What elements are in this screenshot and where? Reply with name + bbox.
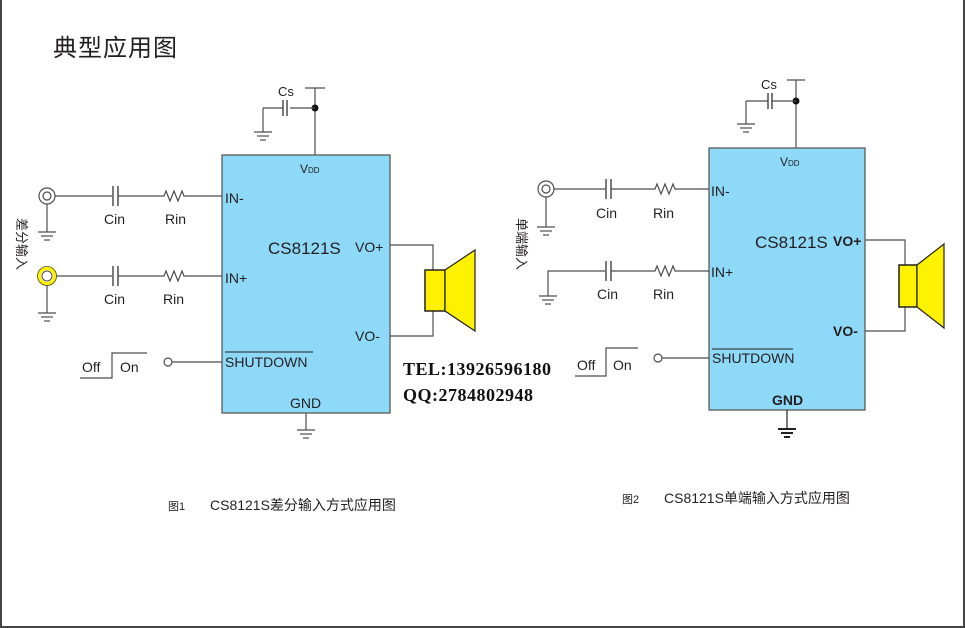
in-plus-pin-label: IN+ — [711, 264, 733, 280]
speaker-icon — [424, 269, 446, 312]
speaker-1 — [390, 244, 476, 337]
ground-icon — [538, 295, 558, 305]
rin-label: Rin — [653, 286, 674, 302]
gnd-pin-label: GND — [772, 392, 803, 408]
switch-on-label: On — [120, 359, 139, 375]
vdd-pin-label: VDD — [300, 162, 320, 176]
ground-icon — [253, 131, 273, 141]
vdd-pin-label: VDD — [780, 155, 800, 169]
figure-2-number: 图2 — [622, 493, 639, 506]
chip-name-label: CS8121S — [268, 239, 341, 258]
resistor-icon — [159, 270, 189, 282]
resistor-icon — [650, 265, 680, 277]
ground-icon — [37, 231, 57, 241]
input-mode-label: 差分输入 — [14, 218, 29, 270]
switch-off-label: Off — [577, 357, 596, 373]
input-mode-label: 单端输入 — [514, 218, 529, 270]
figure-2-caption: CS8121S单端输入方式应用图 — [664, 490, 850, 506]
switch-on-label: On — [613, 357, 632, 373]
in-minus-pin-label: IN- — [225, 190, 244, 206]
figure-1-caption: CS8121S差分输入方式应用图 — [210, 497, 396, 513]
figure-2-single-ended: Cs VDD IN- IN+ CS8121S VO+ VO- SHUTDOWN … — [514, 77, 945, 506]
vdd-supply-2: Cs — [736, 77, 805, 148]
cin-label: Cin — [596, 205, 617, 221]
chip-name-label: CS8121S — [755, 233, 828, 252]
gnd-pin-label: GND — [290, 395, 321, 411]
vo-plus-pin-label: VO+ — [355, 239, 383, 255]
vo-minus-pin-label: VO- — [833, 323, 858, 339]
rin-label: Rin — [165, 211, 186, 227]
contact-tel: TEL:13926596180 — [403, 359, 552, 379]
switch-terminal-icon — [163, 357, 173, 367]
resistor-icon — [159, 190, 189, 202]
vdd-supply-1: Cs — [253, 84, 325, 155]
in-plus-path-1: Cin Rin — [37, 266, 222, 322]
resistor-icon — [650, 183, 680, 195]
ground-icon — [37, 312, 57, 322]
contact-qq: QQ:2784802948 — [403, 385, 534, 405]
vo-minus-pin-label: VO- — [355, 328, 380, 344]
speaker-icon — [898, 264, 918, 308]
ground-icon — [296, 429, 316, 439]
shutdown-switch-1[interactable]: Off On — [80, 352, 222, 379]
cin-label: Cin — [104, 211, 125, 227]
speaker-2 — [865, 239, 945, 332]
cs-label: Cs — [761, 77, 777, 92]
shutdown-pin-label: SHUTDOWN — [712, 350, 794, 366]
shutdown-switch-2[interactable]: Off On — [575, 347, 709, 377]
ground-icon — [536, 226, 556, 236]
shutdown-pin-label: SHUTDOWN — [225, 354, 307, 370]
in-minus-path-1: Cin Rin — [37, 186, 222, 241]
page-title: 典型应用图 — [53, 35, 178, 62]
chip-body — [708, 147, 866, 411]
switch-off-label: Off — [82, 359, 101, 375]
figure-1-differential: Cs VDD IN- IN+ CS8121S VO+ VO- SHUTDOWN … — [14, 84, 476, 513]
ground-icon — [777, 428, 797, 438]
rin-label: Rin — [653, 205, 674, 221]
chip-body — [221, 154, 391, 414]
in-minus-pin-label: IN- — [711, 183, 730, 199]
ground-icon — [736, 123, 756, 133]
vo-plus-pin-label: VO+ — [833, 233, 861, 249]
in-minus-path-2: Cin Rin — [536, 179, 709, 236]
cin-label: Cin — [104, 291, 125, 307]
cs-label: Cs — [278, 84, 294, 99]
rin-label: Rin — [163, 291, 184, 307]
cin-label: Cin — [597, 286, 618, 302]
figure-1-number: 图1 — [168, 500, 185, 513]
in-plus-pin-label: IN+ — [225, 270, 247, 286]
in-plus-path-2: Cin Rin — [538, 261, 709, 305]
switch-terminal-icon — [653, 353, 663, 363]
